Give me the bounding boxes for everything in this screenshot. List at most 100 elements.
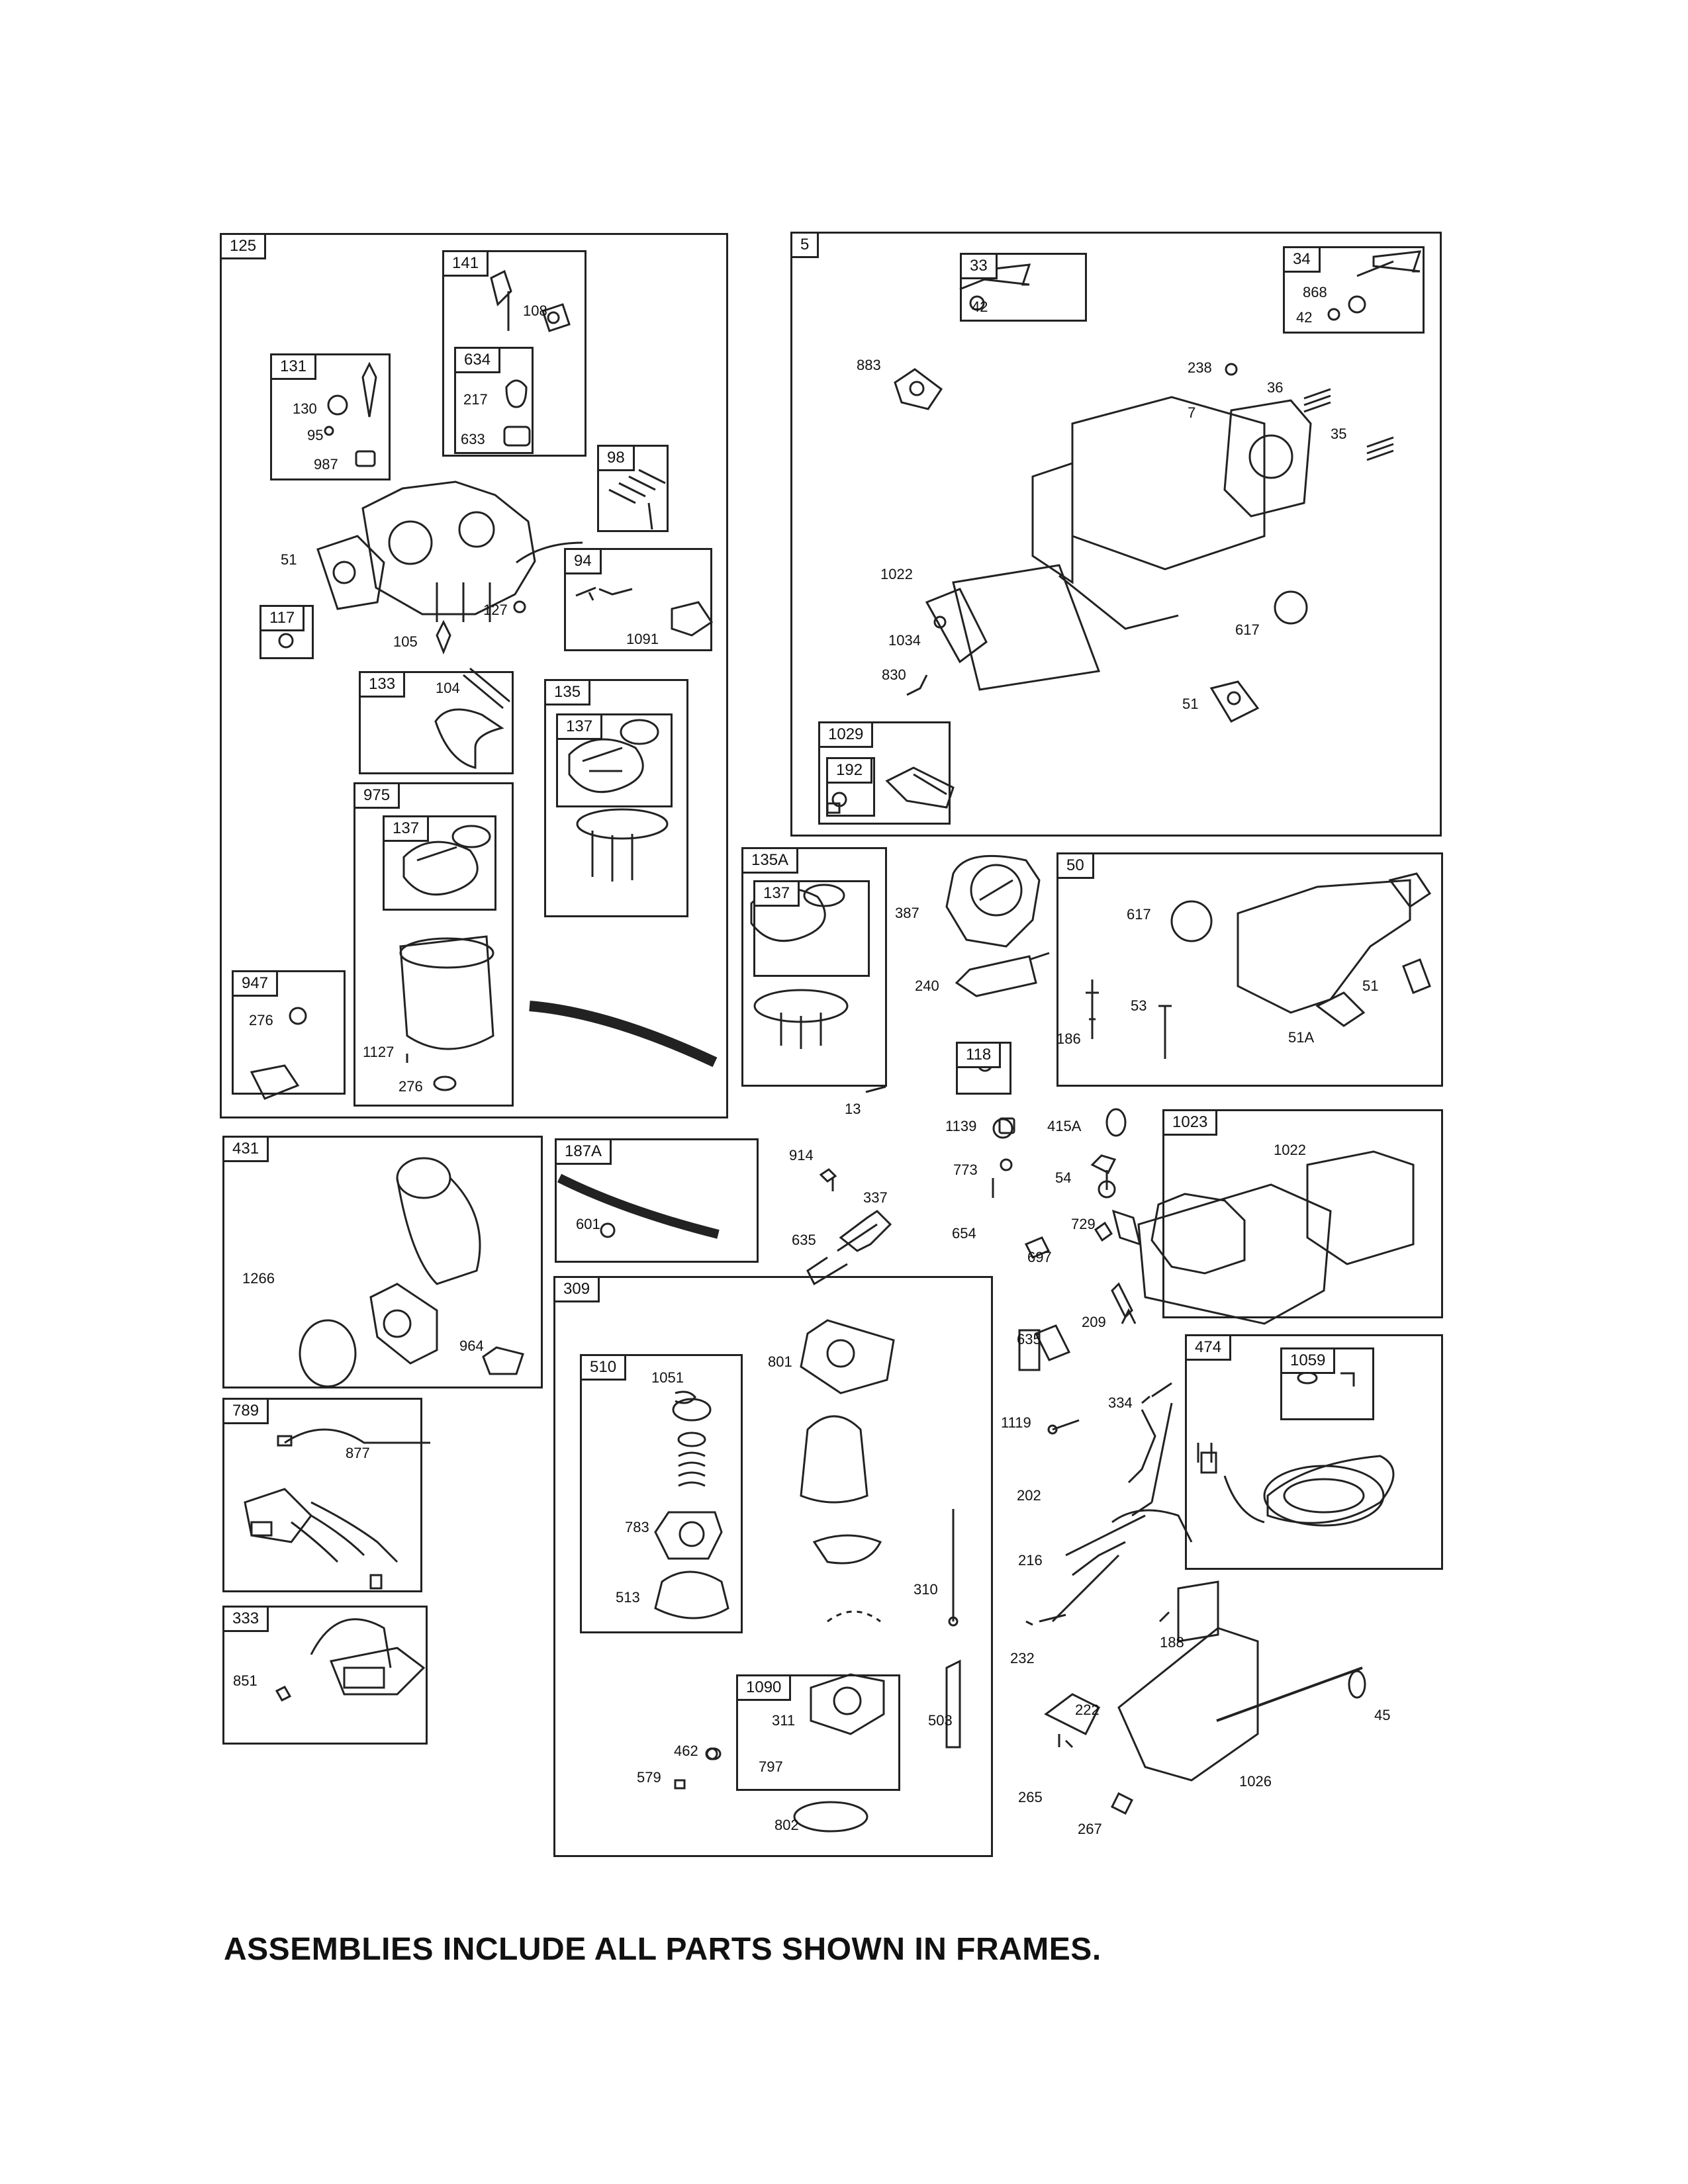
part-callout: 1266 [242, 1270, 275, 1287]
assembly-label: 137 [385, 817, 430, 842]
assembly-frame-98: 98 [597, 445, 669, 532]
assembly-label: 5 [792, 234, 820, 258]
part-callout: 265 [1018, 1789, 1043, 1805]
assembly-frame-474: 474 [1185, 1334, 1443, 1570]
part-callout: 267 [1078, 1821, 1102, 1837]
part-callout: 53 [1131, 997, 1147, 1014]
part-callout: 186 [1056, 1030, 1081, 1047]
assembly-label: 1023 [1164, 1111, 1218, 1136]
part-callout: 633 [461, 431, 485, 447]
assembly-label: 789 [224, 1400, 269, 1424]
assembly-label: 131 [272, 355, 317, 380]
assembly-frame-975: 975 [353, 782, 514, 1107]
part-callout: 276 [399, 1078, 423, 1095]
assembly-label: 137 [755, 882, 800, 907]
part-callout: 240 [915, 978, 939, 994]
assembly-frame-131: 131 [270, 353, 391, 480]
part-callout: 105 [393, 633, 418, 650]
assembly-frame-133: 133 [359, 671, 514, 774]
part-callout: 51 [281, 551, 297, 568]
part-callout: 1091 [626, 631, 659, 647]
starter-motor-group [654, 1319, 961, 1833]
part-callout: 127 [483, 602, 508, 618]
assembly-label: 187A [557, 1140, 612, 1165]
part-callout: 601 [576, 1216, 600, 1232]
part-callout: 35 [1331, 426, 1347, 442]
part-callout: 54 [1055, 1169, 1072, 1186]
part-callout: 415A [1047, 1118, 1082, 1134]
wiring-ignition-group [244, 1371, 1395, 1702]
part-callout: 232 [1010, 1650, 1035, 1666]
part-callout: 334 [1108, 1394, 1133, 1411]
assembly-frame-187A: 187A [555, 1138, 759, 1263]
part-callout: 1026 [1239, 1773, 1272, 1790]
part-callout: 802 [774, 1817, 799, 1833]
assembly-frame-137-a: 137 [556, 713, 673, 807]
assembly-label: 1090 [738, 1676, 792, 1701]
part-callout: 310 [914, 1581, 938, 1598]
assembly-label: 135A [743, 849, 799, 874]
part-callout: 36 [1267, 379, 1284, 396]
part-callout: 964 [459, 1338, 484, 1354]
part-callout: 276 [249, 1012, 273, 1028]
assembly-frame-1059: 1059 [1280, 1347, 1374, 1420]
part-callout: 503 [928, 1712, 953, 1729]
assembly-frame-309: 309 [553, 1276, 993, 1857]
part-callout: 95 [307, 427, 324, 443]
assembly-label: 117 [261, 607, 305, 631]
part-callout: 773 [953, 1161, 978, 1178]
assembly-label: 135 [546, 681, 591, 705]
assembly-frame-1029: 1029 [818, 721, 951, 825]
part-callout: 202 [1017, 1487, 1041, 1504]
assembly-label: 98 [599, 447, 635, 471]
part-callout: 1127 [363, 1044, 395, 1060]
part-callout: 783 [625, 1519, 649, 1535]
assembly-frame-94: 94 [564, 548, 712, 651]
part-callout: 851 [233, 1672, 258, 1689]
assembly-label: 137 [558, 715, 603, 740]
assembly-frame-141: 141 [442, 250, 586, 457]
assembly-label: 333 [224, 1608, 269, 1632]
assembly-frame-1090: 1090 [736, 1674, 900, 1791]
assembly-label: 141 [444, 252, 489, 277]
part-callout: 217 [463, 391, 488, 408]
assembly-label: 1059 [1282, 1349, 1336, 1374]
part-callout: 617 [1235, 621, 1260, 638]
assembly-label: 50 [1058, 854, 1094, 879]
part-callout: 1034 [888, 632, 921, 649]
part-callout: 883 [857, 357, 881, 373]
part-callout: 830 [882, 666, 906, 683]
assembly-label: 133 [361, 673, 406, 698]
assembly-frame-137-c: 137 [753, 880, 870, 977]
part-callout: 51 [1182, 696, 1199, 712]
assembly-frame-135: 135 [544, 679, 688, 917]
assembly-frame-634: 634 [454, 347, 534, 454]
assembly-frame-510: 510 [580, 1354, 743, 1633]
rocker-cover-group [998, 1117, 1415, 1361]
part-callout: 108 [523, 302, 547, 319]
assembly-frame-789: 789 [222, 1398, 422, 1592]
assembly-frame-34: 34 [1283, 246, 1425, 334]
part-callout: 1022 [1274, 1142, 1306, 1158]
part-callout: 222 [1075, 1702, 1100, 1718]
assembly-label: 192 [828, 759, 873, 784]
assembly-frame-137-b: 137 [383, 815, 496, 911]
part-callout: 130 [293, 400, 317, 417]
assembly-label: 1029 [820, 723, 874, 748]
part-callout: 42 [972, 298, 988, 315]
assembly-label: 634 [456, 349, 501, 373]
assembly-label: 431 [224, 1138, 269, 1162]
part-callout: 311 [772, 1712, 796, 1729]
assembly-label: 125 [222, 235, 267, 259]
assembly-frame-5: 5 [790, 232, 1442, 837]
part-callout: 654 [952, 1225, 976, 1242]
part-callout: 1022 [880, 566, 913, 582]
assembly-frame-33: 33 [960, 253, 1087, 322]
part-callout: 729 [1071, 1216, 1096, 1232]
part-callout: 209 [1082, 1314, 1106, 1330]
assembly-label: 309 [555, 1278, 600, 1302]
part-callout: 188 [1160, 1634, 1184, 1651]
assembly-label: 118 [958, 1044, 1002, 1068]
part-callout: 513 [616, 1589, 640, 1606]
